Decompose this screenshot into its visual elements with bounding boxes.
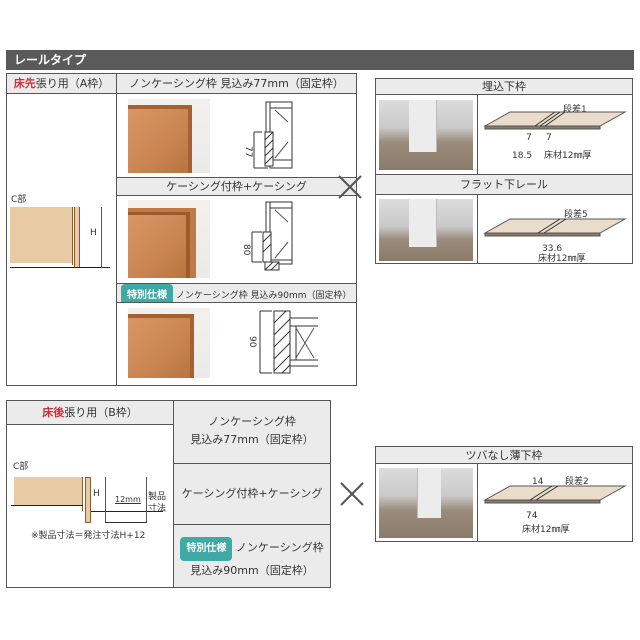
svg-text:33.6: 33.6 — [542, 244, 562, 254]
rail-1-header: 埋込下枠 — [376, 79, 632, 95]
product-label-2: 寸法 — [148, 504, 167, 514]
frame-a1-section-drawing: 77 — [243, 101, 293, 169]
svg-text:7: 7 — [526, 133, 532, 143]
height-label: H — [90, 228, 97, 238]
title-rest: 張り用（B枠） — [64, 406, 138, 419]
frame-a1-header: ノンケーシング枠 見込み77mm（固定枠） — [117, 74, 356, 94]
frame-b3-line1: ノンケーシング枠 — [235, 541, 324, 554]
frame-b1-line1: ノンケーシング枠 — [208, 415, 296, 428]
svg-text:18.5: 18.5 — [512, 151, 532, 161]
section-a-diagram: C部 H — [7, 190, 115, 280]
rail-1-photo — [379, 100, 473, 170]
frame-b1-line2: 見込み77mm（固定枠） — [190, 433, 314, 446]
product-label-1: 製品 — [148, 492, 167, 502]
frame-a2-header: ケーシング付枠+ケーシング — [117, 178, 356, 196]
svg-text:14: 14 — [532, 477, 544, 487]
height-label: H — [93, 489, 100, 499]
frame-a3-label: ノンケーシング枠 見込み90mm（固定枠） — [175, 291, 352, 301]
title-red: 床先 — [13, 77, 36, 90]
frame-b3-cell: 特別仕様 ノンケーシング枠 見込み90mm（固定枠） — [174, 525, 330, 587]
special-spec-badge: 特別仕様 — [180, 537, 233, 561]
svg-text:7: 7 — [546, 133, 552, 143]
offset-label: 12mm — [115, 495, 141, 504]
section-a-left-divider — [116, 74, 117, 386]
rail-2-header: フラット下レール — [376, 175, 632, 195]
special-spec-badge: 特別仕様 — [121, 284, 173, 302]
title-rest: 張り用（A枠） — [35, 77, 110, 90]
svg-text:段差1: 段差1 — [563, 103, 587, 115]
frame-a3-photo — [128, 308, 210, 378]
combine-x-icon — [338, 175, 362, 199]
frame-strip — [74, 207, 80, 268]
rail-2-section-drawing: 段差5 33.6 床材12㎜厚 — [483, 208, 627, 263]
svg-text:74: 74 — [526, 511, 538, 521]
frame-a3-header: 特別仕様 ノンケーシング枠 見込み90mm（固定枠） — [117, 284, 356, 303]
section-a-title: 床先張り用（A枠） — [7, 74, 117, 94]
svg-text:床材12㎜厚: 床材12㎜厚 — [544, 149, 591, 161]
frame-a2-section-drawing: 80 — [241, 201, 293, 271]
svg-text:段差5: 段差5 — [564, 208, 588, 220]
frame-line — [72, 207, 73, 265]
frame-b2-cell: ケーシング付枠+ケーシング — [174, 464, 330, 524]
section-b-title: 床後張り用（B枠） — [7, 401, 173, 425]
svg-text:床材12㎜厚: 床材12㎜厚 — [538, 252, 585, 263]
frame-a2-photo — [128, 200, 210, 278]
height-line — [101, 207, 102, 268]
rail-1-section-drawing: 段差1 7 7 18.5 床材12㎜厚 — [483, 103, 627, 161]
svg-text:90: 90 — [247, 336, 257, 348]
rail-3-photo — [379, 468, 473, 538]
svg-text:段差2: 段差2 — [565, 475, 589, 487]
frame-a1-photo — [128, 99, 210, 173]
svg-text:床材12㎜厚: 床材12㎜厚 — [522, 523, 569, 535]
section-b-diagram: C部 H 12mm 製品 寸法 ※製品寸法＝発注寸法H+12 — [7, 455, 173, 545]
combine-x-icon — [340, 482, 364, 506]
c-part-label: C部 — [13, 462, 29, 472]
c-part-label: C部 — [11, 195, 27, 205]
product-size-note: ※製品寸法＝発注寸法H+12 — [31, 531, 146, 541]
rail-3-header: ツバなし薄下枠 — [376, 447, 632, 464]
section-header: レールタイプ — [6, 50, 634, 70]
wall-block — [10, 207, 72, 263]
frame-a3-section-drawing: 90 — [247, 310, 318, 374]
floor-line — [10, 267, 110, 268]
rail-3-section-drawing: 14 段差2 74 床材12㎜厚 — [483, 475, 627, 535]
title-red: 床後 — [42, 406, 65, 419]
frame-b1-cell: ノンケーシング枠 見込み77mm（固定枠） — [174, 401, 330, 463]
frame-b3-line2: 見込み90mm（固定枠） — [190, 564, 314, 577]
svg-text:77: 77 — [243, 146, 253, 157]
rail-2-photo — [379, 199, 473, 261]
frame-b2-label: ケーシング付枠+ケーシング — [181, 487, 323, 500]
svg-text:80: 80 — [241, 244, 251, 256]
